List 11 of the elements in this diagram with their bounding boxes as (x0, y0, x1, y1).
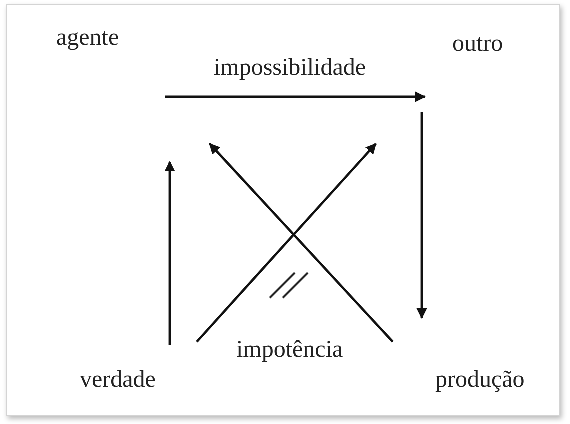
arrow (164, 160, 176, 345)
edge-label: impossibilidade (214, 55, 366, 82)
diagram-label: impotência (236, 337, 344, 364)
arrow (416, 112, 428, 320)
node-label: outro (452, 31, 504, 58)
arrow (165, 92, 426, 102)
node-label: verdade (80, 367, 156, 394)
node-label: produção (436, 367, 525, 394)
arrow (209, 143, 394, 343)
arrow (196, 143, 377, 343)
node-label: agente (56, 25, 120, 52)
